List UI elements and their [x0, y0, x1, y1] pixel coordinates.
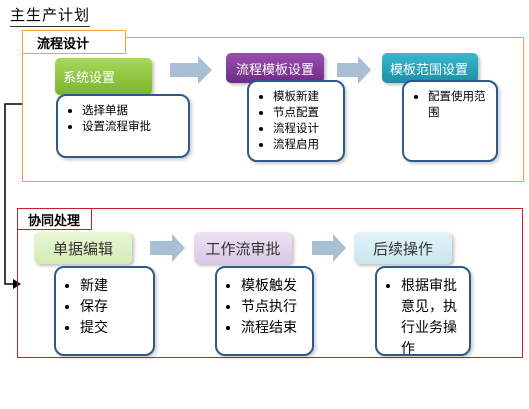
- step-header: 单据编辑: [34, 232, 132, 264]
- step-header: 模板范围设置: [382, 53, 478, 83]
- list-item: 选择单据: [82, 102, 182, 118]
- step-header: 工作流审批: [194, 232, 292, 264]
- section-label: 协同处理: [17, 208, 92, 230]
- list-item: 节点配置: [273, 104, 337, 120]
- list-item: 保存: [80, 297, 147, 318]
- list-item: 配置使用范围: [428, 88, 490, 120]
- flow-arrow: [150, 234, 185, 262]
- list-item: 流程设计: [273, 120, 337, 136]
- collaboration-section: [17, 208, 523, 358]
- list-item: 模板新建: [273, 88, 337, 104]
- step-detail-box: 模板触发 节点执行 流程结束: [215, 266, 314, 356]
- list-item: 设置流程审批: [82, 118, 182, 134]
- step-detail-box: 配置使用范围: [402, 80, 498, 162]
- step-detail-box: 根据审批意见，执行业务操作: [375, 266, 471, 357]
- list-item: 流程结束: [241, 318, 306, 339]
- step-header: 系统设置: [55, 58, 152, 95]
- list-item: 流程启用: [273, 136, 337, 152]
- flow-arrow: [337, 56, 371, 84]
- list-item: 新建: [80, 276, 147, 297]
- step-detail-box: 模板新建 节点配置 流程设计 流程启用: [247, 80, 345, 162]
- list-item: 提交: [80, 318, 147, 339]
- section-label: 流程设计: [22, 30, 126, 54]
- list-item: 节点执行: [241, 297, 306, 318]
- list-item: 根据审批意见，执行业务操作: [401, 276, 463, 360]
- step-header: 流程模板设置: [226, 53, 324, 83]
- step-detail-box: 新建 保存 提交: [54, 266, 155, 356]
- step-header: 后续操作: [354, 232, 452, 264]
- flow-arrow: [312, 234, 346, 262]
- step-detail-box: 选择单据 设置流程审批: [56, 94, 190, 158]
- page-title: 主生产计划: [10, 4, 91, 27]
- process-design-section: [22, 37, 524, 182]
- flow-arrow: [170, 56, 212, 84]
- section-connector-line: [4, 103, 22, 285]
- list-item: 模板触发: [241, 276, 306, 297]
